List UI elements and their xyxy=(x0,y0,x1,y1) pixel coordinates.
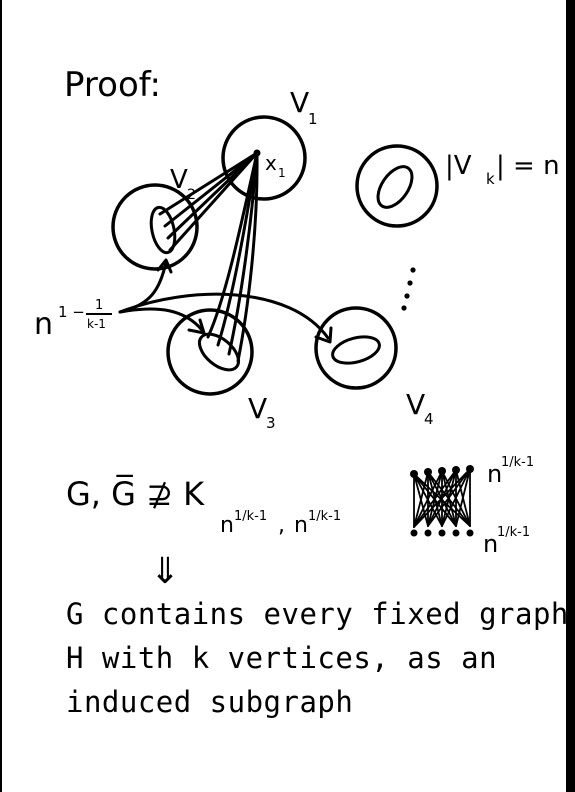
conclusion-line-2: H with k vertices, as an xyxy=(66,641,498,675)
n-exponent-numerator: 1 xyxy=(95,298,103,313)
conclusion-line-1: G contains every fixed graph xyxy=(66,597,569,631)
formula-sub-sep: , xyxy=(278,513,285,538)
vk-circle xyxy=(355,144,439,228)
neighbourhood-size-label: n 1 − 1 k-1 xyxy=(34,298,112,342)
vk-part: |V k | = n xyxy=(355,144,560,228)
biclique-sketch: n 1/k-1 n 1/k-1 xyxy=(410,455,534,558)
v1-subscript: 1 xyxy=(308,110,318,128)
vk-inner-set xyxy=(376,165,414,209)
v3-part: V 3 xyxy=(166,308,276,432)
vk-size-prefix: |V xyxy=(445,151,472,181)
biclique-bottom-size-exp: 1/k-1 xyxy=(497,525,530,540)
v3-inner-set xyxy=(197,332,241,372)
formula-lhs: G, G̅ ⊉ K xyxy=(66,474,205,513)
biclique-top-size-base: n xyxy=(487,460,502,488)
v2-label: V xyxy=(170,165,188,195)
vk-size-suffix: | = n xyxy=(496,151,560,181)
biclique-bottom-vertices xyxy=(410,529,474,537)
v1-label: V xyxy=(290,86,309,119)
biclique-bottom-size-base: n xyxy=(483,530,498,558)
v2-circle xyxy=(111,183,199,271)
formula: G, G̅ ⊉ K n 1/k-1 , n 1/k-1 ⇓ xyxy=(66,474,341,592)
proof-title: Proof: xyxy=(64,65,161,105)
n-exponent-denominator: k-1 xyxy=(87,317,106,331)
n-exponent-lead: 1 − xyxy=(58,303,85,321)
v3-label: V xyxy=(248,392,267,425)
formula-sub-base-1: n xyxy=(220,513,234,538)
conclusion-line-3: induced subgraph xyxy=(66,685,354,719)
formula-sub-exp-2: 1/k-1 xyxy=(308,509,341,524)
formula-sub-base-2: n xyxy=(294,513,308,538)
vk-size-subscript: k xyxy=(486,170,495,188)
v3-subscript: 3 xyxy=(266,414,276,432)
v3-circle xyxy=(166,308,254,396)
v4-subscript: 4 xyxy=(424,410,434,428)
more-parts-ellipsis xyxy=(401,267,416,311)
v2-part: V 2 xyxy=(111,165,199,271)
v2-inner-set xyxy=(149,205,177,255)
conclusion-statement: G contains every fixed graph H with k ve… xyxy=(66,592,569,724)
implies-arrow: ⇓ xyxy=(150,551,180,592)
v4-circle xyxy=(314,306,398,390)
edge-bundle-x1-v3 xyxy=(206,151,259,363)
left-edge-line xyxy=(0,0,2,792)
v1-part: x 1 V 1 xyxy=(221,86,318,201)
label-arrows xyxy=(118,258,333,344)
v4-inner-set xyxy=(331,335,381,365)
v4-part: V 4 xyxy=(314,306,434,428)
biclique-top-vertices xyxy=(410,465,474,478)
x1-label: x xyxy=(265,151,277,175)
n-base: n xyxy=(34,307,53,342)
formula-sub-exp-1: 1/k-1 xyxy=(234,509,267,524)
biclique-edges xyxy=(413,468,471,528)
x1-subscript: 1 xyxy=(278,166,286,180)
v4-label: V xyxy=(406,388,425,421)
biclique-top-size-exp: 1/k-1 xyxy=(501,455,534,470)
v1-circle xyxy=(221,115,307,201)
right-edge-bar xyxy=(566,0,575,792)
edge-bundle-x1-v2 xyxy=(158,151,259,252)
